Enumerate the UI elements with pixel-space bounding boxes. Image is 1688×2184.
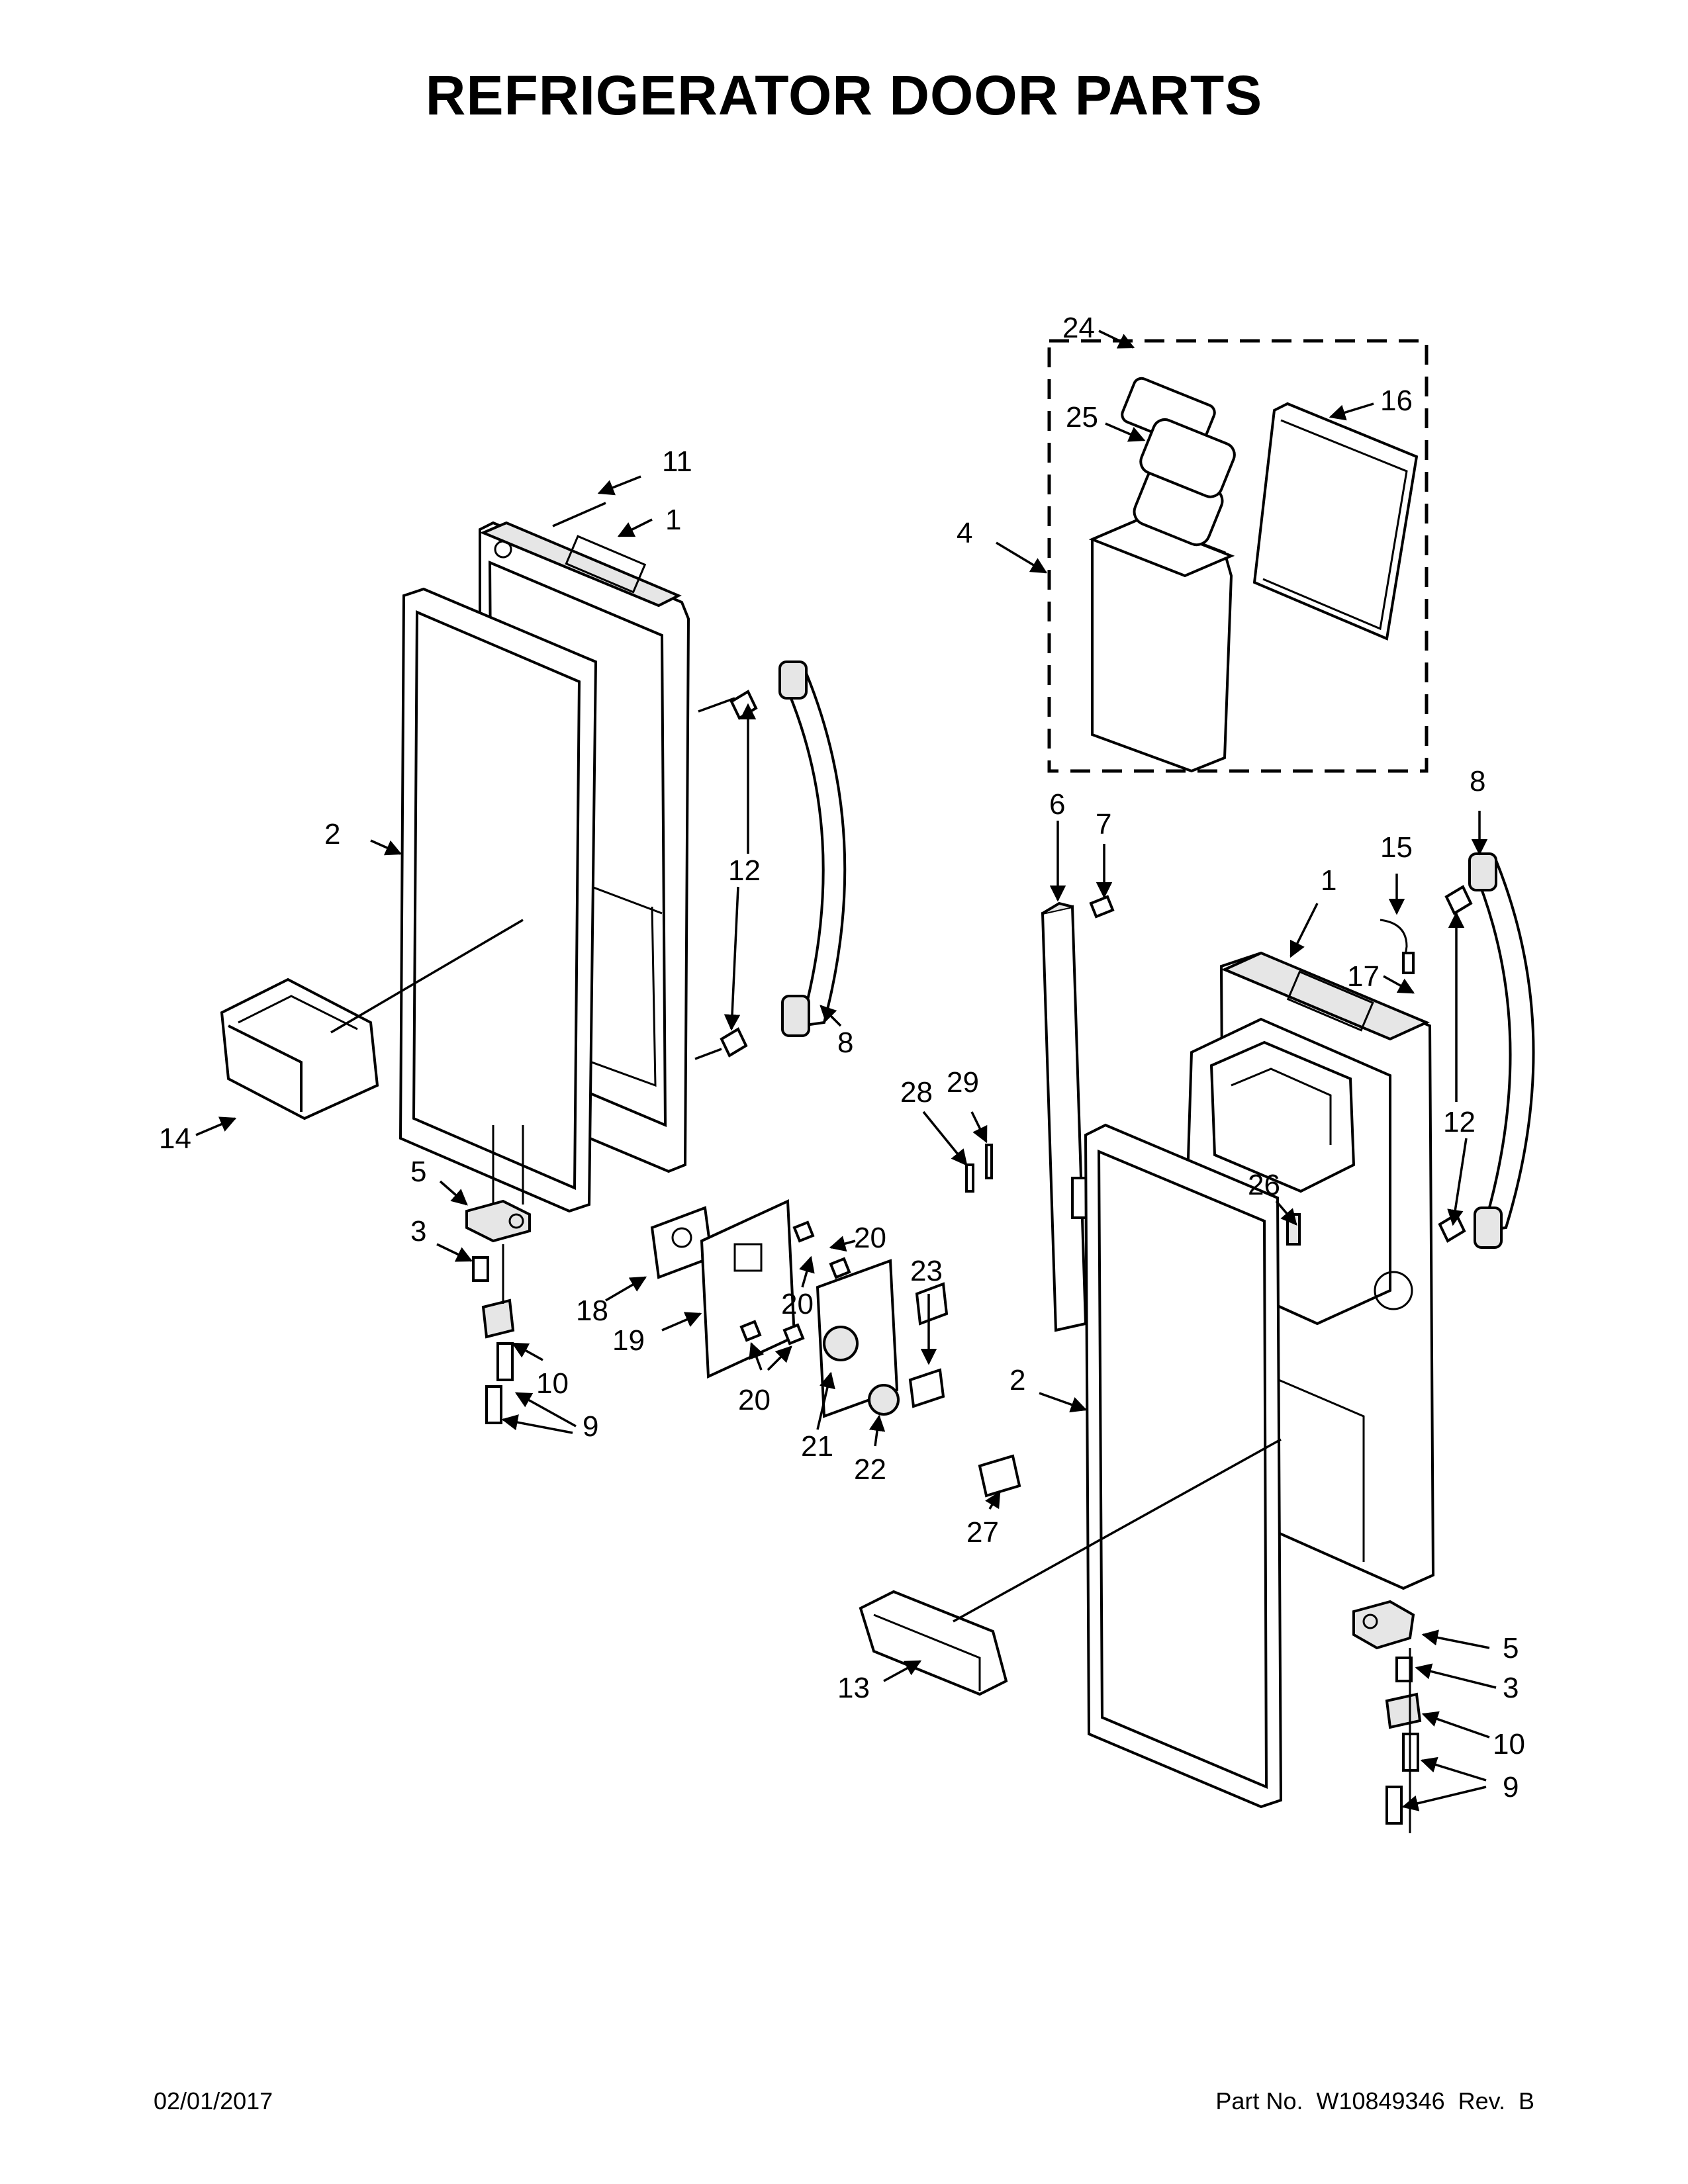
callout-8-right: 8	[1470, 765, 1485, 797]
callout-2-left: 2	[324, 818, 340, 850]
callout-1-right: 1	[1321, 864, 1336, 897]
right-hinge-assembly	[1352, 1600, 1422, 1825]
callout-4: 4	[957, 517, 972, 549]
leader-lines	[195, 330, 1497, 1833]
callout-5-right: 5	[1503, 1632, 1519, 1664]
callout-20-a: 20	[854, 1222, 886, 1254]
dispenser-kit-box	[1047, 339, 1429, 773]
callout-1-left: 1	[665, 504, 681, 536]
callout-28: 28	[900, 1076, 933, 1109]
callout-20-c: 20	[738, 1384, 771, 1416]
left-door-gasket	[399, 587, 598, 1213]
callout-11: 11	[662, 445, 692, 478]
right-door-bin	[859, 1590, 1008, 1696]
left-door-bin	[220, 978, 379, 1120]
callout-6: 6	[1049, 788, 1065, 821]
dispenser-kit-parts	[1088, 377, 1419, 773]
callout-15: 15	[1380, 831, 1413, 864]
callout-24: 24	[1062, 312, 1095, 344]
callout-8-left: 8	[837, 1026, 853, 1059]
callout-17: 17	[1347, 960, 1380, 993]
callout-5-left: 5	[410, 1156, 426, 1188]
dispenser-bracket-parts	[650, 1199, 949, 1418]
callout-25: 25	[1066, 401, 1098, 433]
callout-22: 22	[854, 1453, 886, 1486]
page-title: REFRIGERATOR DOOR PARTS	[425, 64, 1263, 126]
callout-10-right: 10	[1493, 1728, 1525, 1760]
callout-13: 13	[837, 1672, 870, 1704]
callout-3-left: 3	[410, 1215, 426, 1248]
right-door-handle	[1438, 852, 1535, 1249]
callout-3-right: 3	[1503, 1672, 1519, 1704]
callout-9-right: 9	[1503, 1771, 1519, 1803]
callout-10-left: 10	[536, 1367, 569, 1400]
callout-20-b: 20	[781, 1288, 814, 1320]
callout-26: 26	[1248, 1169, 1280, 1201]
callout-14: 14	[159, 1122, 191, 1155]
callout-29: 29	[947, 1066, 979, 1099]
callout-18: 18	[576, 1295, 608, 1327]
left-hinge-assembly	[465, 1125, 531, 1424]
callout-12-left: 12	[728, 854, 761, 887]
callout-19: 19	[612, 1324, 645, 1357]
callout-9-left: 9	[583, 1410, 598, 1443]
footer-part-number: Part No. W10849346 Rev. B	[1215, 2087, 1534, 2115]
callout-2-right: 2	[1009, 1364, 1025, 1396]
right-door-gasket	[1084, 1123, 1283, 1809]
callout-23: 23	[910, 1255, 943, 1287]
callout-12-right: 12	[1443, 1106, 1476, 1138]
callout-labels: 11 1 2 12 8 14 5 3 10 9 18 19 20 20 20 2…	[159, 312, 1525, 1803]
water-tube	[1380, 919, 1415, 974]
footer-date: 02/01/2017	[154, 2087, 273, 2115]
callout-7: 7	[1096, 808, 1111, 841]
callout-16: 16	[1380, 385, 1413, 417]
callout-21: 21	[801, 1430, 833, 1463]
callout-27: 27	[966, 1516, 999, 1549]
